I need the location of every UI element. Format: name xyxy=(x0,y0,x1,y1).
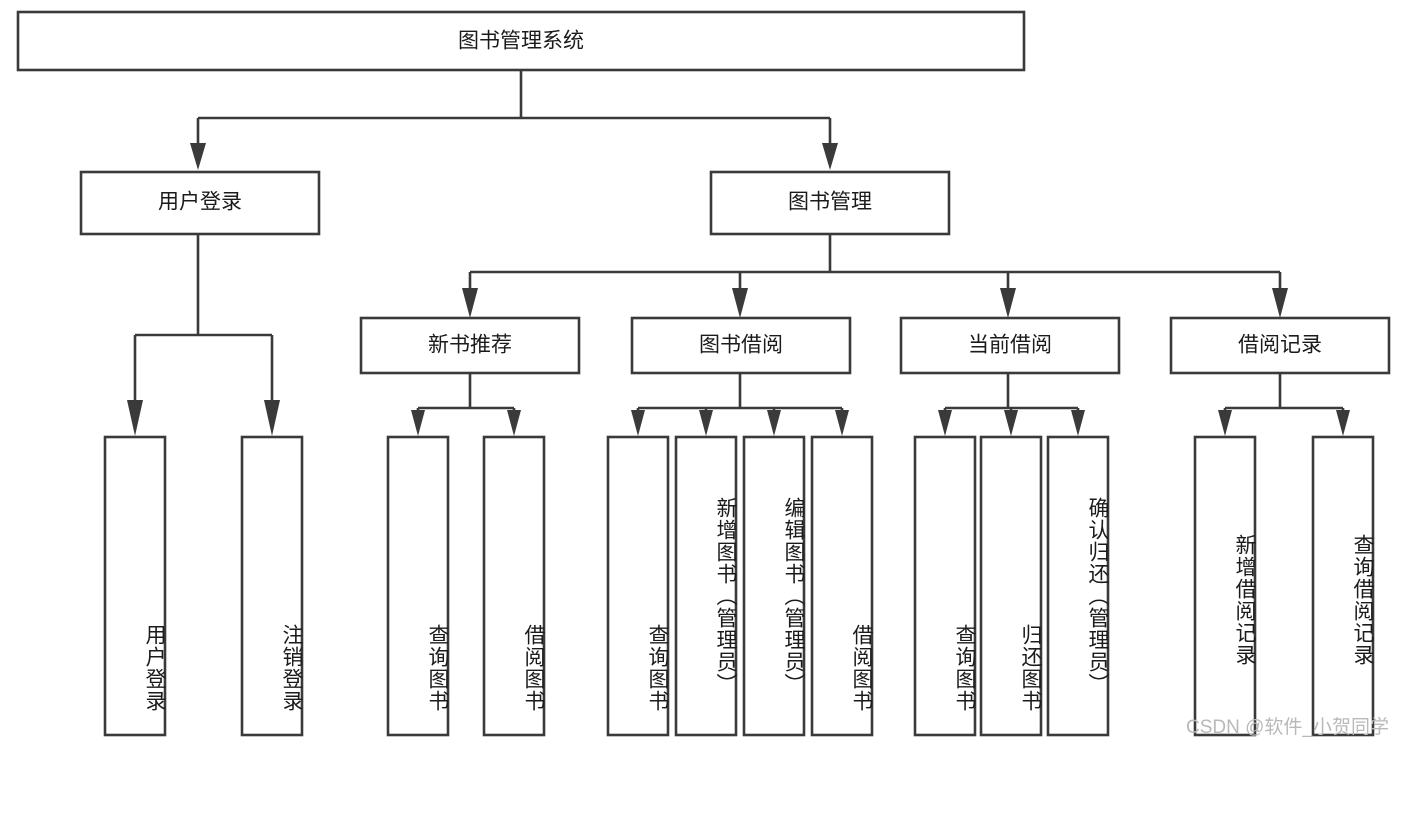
node-book-management-label: 图书管理 xyxy=(788,191,872,214)
arrow-borrow-record-leaf-1 xyxy=(1336,410,1350,436)
node-current-borrow[interactable]: 当前借阅 xyxy=(899,316,1121,375)
arrow-current-borrow-leaf-0 xyxy=(938,410,952,436)
node-book-management-box[interactable] xyxy=(709,170,951,236)
node-borrow-record[interactable]: 借阅记录 xyxy=(1169,316,1391,375)
arrow-book-borrow-leaf-2 xyxy=(767,410,781,436)
arrow-current-borrow-leaf-1 xyxy=(1004,410,1018,436)
arrow-book-borrow-leaf-0 xyxy=(631,410,645,436)
node-borrow-record-box[interactable] xyxy=(1169,316,1391,375)
flowchart-canvas: 图书管理系统 用户登录 图书管理 新书推荐 图书借阅 当前 xyxy=(16,10,1391,738)
node-root[interactable]: 图书管理系统 xyxy=(16,10,1026,72)
leaf-box-add-book[interactable] xyxy=(674,435,738,737)
arrow-new-book-leaf-0 xyxy=(411,410,425,436)
leaf-box-edit-book[interactable] xyxy=(742,435,806,737)
arrow-current-borrow-leaf-2 xyxy=(1071,410,1085,436)
leaf-box-user-login[interactable] xyxy=(103,435,167,737)
leaf-box-logout-login[interactable] xyxy=(240,435,304,737)
leaf-box-query-book-3[interactable] xyxy=(913,435,977,737)
arrow-book-borrow-leaf-3 xyxy=(835,410,849,436)
node-root-label: 图书管理系统 xyxy=(458,30,584,53)
node-current-borrow-box[interactable] xyxy=(899,316,1121,375)
arrow-bm-to-borrow-record xyxy=(1272,288,1288,318)
leaf-box-query-book-1[interactable] xyxy=(386,435,450,737)
leaf-box-return-book[interactable] xyxy=(979,435,1043,737)
node-user-login[interactable]: 用户登录 xyxy=(79,170,321,236)
arrow-book-borrow-leaf-1 xyxy=(699,410,713,436)
arrow-user-login-leaf-1 xyxy=(264,400,280,436)
leaf-box-confirm-return[interactable] xyxy=(1046,435,1110,737)
arrow-new-book-leaf-1 xyxy=(507,410,521,436)
arrow-user-login-leaf-0 xyxy=(127,400,143,436)
node-user-login-box[interactable] xyxy=(79,170,321,236)
node-new-book-recommend[interactable]: 新书推荐 xyxy=(359,316,581,375)
tree-diagram-svg: 图书管理系统 用户登录 图书管理 新书推荐 图书借阅 当前 xyxy=(16,10,1391,737)
node-borrow-record-label: 借阅记录 xyxy=(1238,334,1322,357)
node-root-box[interactable] xyxy=(16,10,1026,72)
leaf-box-query-book-2[interactable] xyxy=(606,435,670,737)
arrow-borrow-record-leaf-0 xyxy=(1218,410,1232,436)
leaf-box-borrow-book-2[interactable] xyxy=(810,435,874,737)
nodes-layer: 图书管理系统 用户登录 图书管理 新书推荐 图书借阅 当前 xyxy=(16,10,1391,737)
arrow-bm-to-book-borrow xyxy=(732,288,748,318)
node-user-login-label: 用户登录 xyxy=(158,191,242,214)
arrow-bm-to-current-borrow xyxy=(1000,288,1016,318)
node-book-borrow-label: 图书借阅 xyxy=(699,334,783,357)
node-current-borrow-label: 当前借阅 xyxy=(968,334,1052,357)
node-book-management[interactable]: 图书管理 xyxy=(709,170,951,236)
edges-layer xyxy=(127,70,1350,436)
node-book-borrow[interactable]: 图书借阅 xyxy=(630,316,852,375)
csdn-watermark: CSDN @软件_小贺同学 xyxy=(1186,717,1389,738)
node-book-borrow-box[interactable] xyxy=(630,316,852,375)
leaf-box-add-record[interactable] xyxy=(1193,435,1257,737)
arrow-root-to-book-management xyxy=(822,143,838,170)
node-new-book-recommend-box[interactable] xyxy=(359,316,581,375)
node-new-book-recommend-label: 新书推荐 xyxy=(428,334,512,357)
leaf-box-query-record[interactable] xyxy=(1311,435,1375,737)
leaf-box-borrow-book-1[interactable] xyxy=(482,435,546,737)
arrow-root-to-user-login xyxy=(190,143,206,170)
arrow-bm-to-new-book-recommend xyxy=(462,288,478,318)
